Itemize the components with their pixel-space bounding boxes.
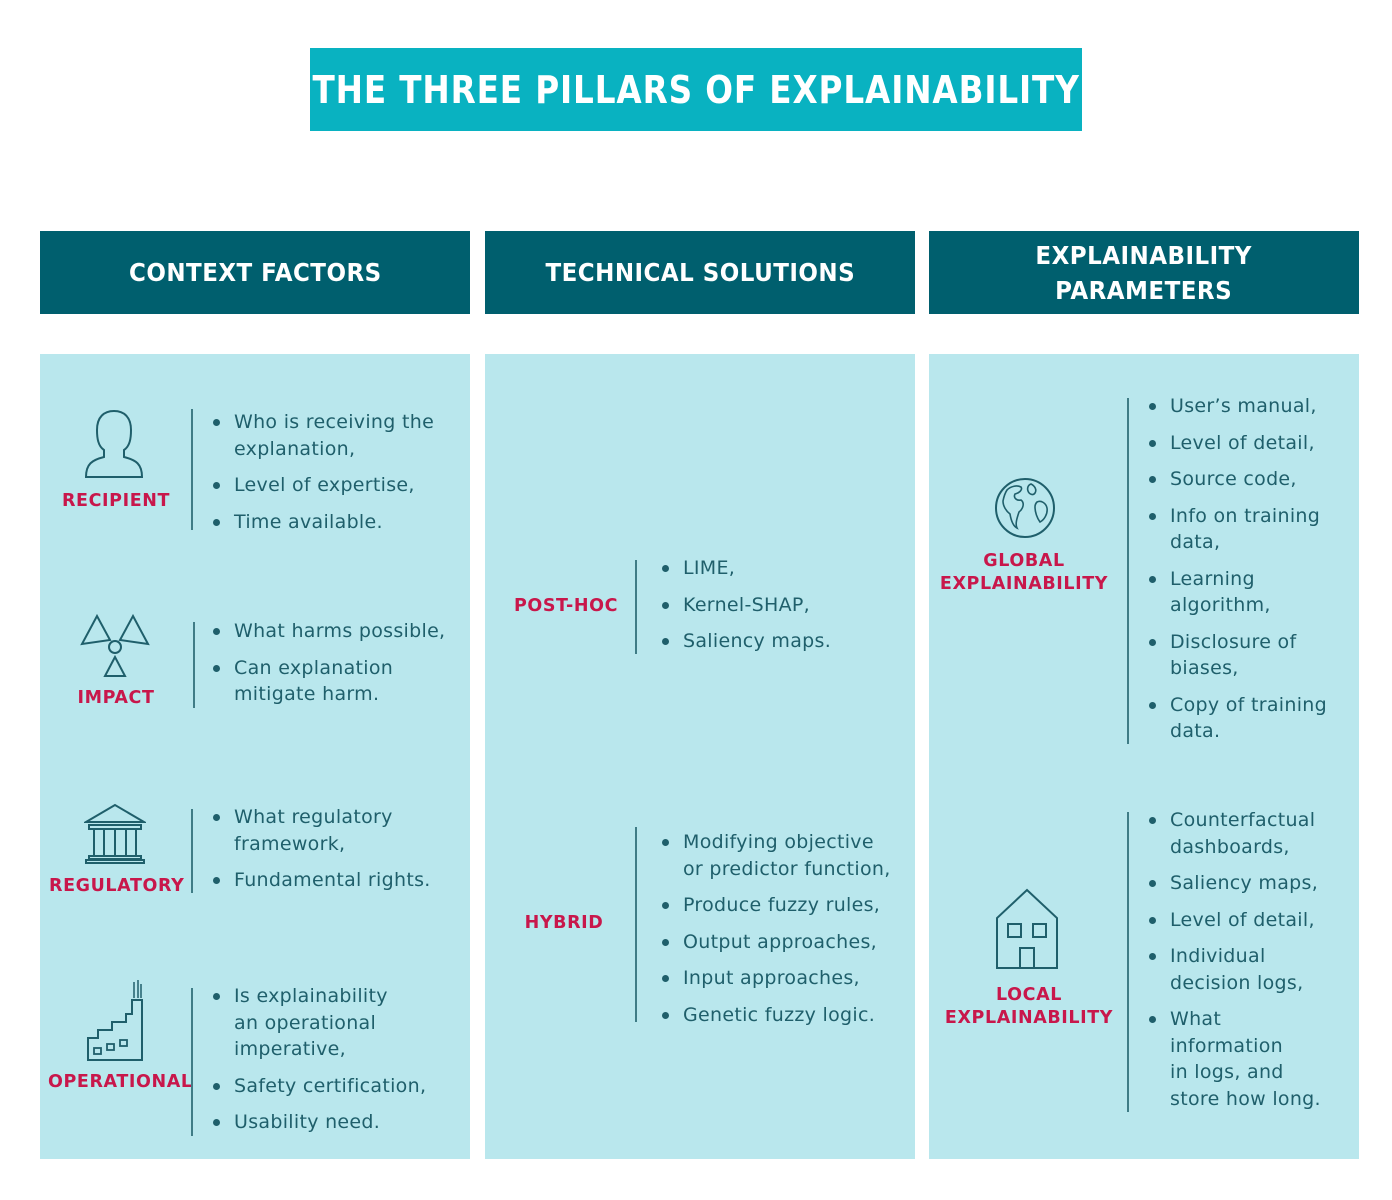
divider-recipient: [191, 409, 193, 530]
list-item: Counterfactual dashboards,: [1149, 807, 1321, 860]
list-item: Who is receiving the explanation,: [213, 409, 434, 462]
factory-icon: [87, 980, 143, 1061]
list-item: Fundamental rights.: [213, 867, 431, 894]
courthouse-icon: [84, 803, 146, 864]
label-local-explainability: LOCAL EXPLAINABILITY: [944, 985, 1114, 1028]
list-item: User’s manual,: [1149, 393, 1327, 420]
list-item: What harms possible,: [213, 618, 445, 645]
list-hybrid: Modifying objective or predictor functio…: [662, 829, 891, 1038]
globe-icon: [995, 478, 1055, 538]
list-local-explainability: Counterfactual dashboards, Saliency maps…: [1149, 807, 1321, 1122]
list-item: Produce fuzzy rules,: [662, 892, 891, 919]
list-item: Info on training data,: [1149, 503, 1327, 556]
list-item: Copy of training data.: [1149, 692, 1327, 745]
list-item: Usability need.: [213, 1109, 426, 1136]
list-item: Level of expertise,: [213, 472, 434, 499]
label-post-hoc: POST-HOC: [513, 596, 619, 616]
label-operational: OPERATIONAL: [48, 1072, 193, 1092]
list-item: Genetic fuzzy logic.: [662, 1002, 891, 1029]
list-item: Level of detail,: [1149, 430, 1327, 457]
list-item: Safety certification,: [213, 1073, 426, 1100]
page-title: THE THREE PILLARS OF EXPLAINABILITY: [312, 67, 1080, 112]
list-item: Modifying objective or predictor functio…: [662, 829, 891, 882]
list-recipient: Who is receiving the explanation, Level …: [213, 409, 434, 545]
header-technical-solutions: TECHNICAL SOLUTIONS: [485, 231, 915, 314]
label-recipient: RECIPIENT: [61, 491, 171, 511]
list-item: Time available.: [213, 509, 434, 536]
list-item: Output approaches,: [662, 929, 891, 956]
list-regulatory: What regulatory framework, Fundamental r…: [213, 804, 431, 904]
house-icon: [996, 888, 1058, 969]
panel-explainability-parameters: GLOBAL EXPLAINABILITY User’s manual, Lev…: [929, 354, 1359, 1159]
panel-technical-solutions: POST-HOC LIME, Kernel-SHAP, Saliency map…: [485, 354, 915, 1159]
person-icon: [84, 409, 144, 478]
header-context-factors: CONTEXT FACTORS: [40, 231, 470, 314]
label-impact: IMPACT: [77, 688, 155, 708]
divider-impact: [193, 622, 195, 708]
panel-context-factors: RECIPIENT Who is receiving the explanati…: [40, 354, 470, 1159]
header-context-factors-text: CONTEXT FACTORS: [128, 258, 382, 287]
header-technical-solutions-text: TECHNICAL SOLUTIONS: [545, 258, 855, 287]
divider-regulatory: [191, 809, 193, 893]
label-global-explainability: GLOBAL EXPLAINABILITY: [939, 551, 1109, 594]
list-item: Saliency maps,: [1149, 870, 1321, 897]
label-regulatory: REGULATORY: [49, 876, 185, 896]
list-item: Source code,: [1149, 466, 1327, 493]
list-global-explainability: User’s manual, Level of detail, Source c…: [1149, 393, 1327, 755]
list-item: Learning algorithm,: [1149, 566, 1327, 619]
list-item: Kernel-SHAP,: [662, 592, 831, 619]
divider-post-hoc: [635, 560, 637, 654]
header-explainability-parameters: EXPLAINABILITY PARAMETERS: [929, 231, 1359, 314]
divider-operational: [191, 988, 193, 1136]
header-explainability-parameters-text: EXPLAINABILITY PARAMETERS: [1035, 240, 1253, 305]
title-banner: THE THREE PILLARS OF EXPLAINABILITY: [310, 48, 1082, 131]
divider-global-explainability: [1127, 398, 1129, 744]
list-item: Disclosure of biases,: [1149, 629, 1327, 682]
label-hybrid: HYBRID: [524, 913, 604, 933]
list-impact: What harms possible, Can explanation mit…: [213, 618, 445, 718]
list-item: LIME,: [662, 555, 831, 582]
radiation-icon: [80, 614, 150, 677]
list-item: Individual decision logs,: [1149, 943, 1321, 996]
list-operational: Is explainability an operational imperat…: [213, 983, 426, 1146]
divider-hybrid: [635, 827, 637, 1022]
list-item: Can explanation mitigate harm.: [213, 655, 445, 708]
list-item: What information in logs, and store how …: [1149, 1006, 1321, 1112]
divider-local-explainability: [1127, 812, 1129, 1112]
list-item: Is explainability an operational imperat…: [213, 983, 426, 1063]
list-item: Saliency maps.: [662, 628, 831, 655]
list-item: Input approaches,: [662, 965, 891, 992]
list-item: Level of detail,: [1149, 907, 1321, 934]
list-item: What regulatory framework,: [213, 804, 431, 857]
list-post-hoc: LIME, Kernel-SHAP, Saliency maps.: [662, 555, 831, 665]
